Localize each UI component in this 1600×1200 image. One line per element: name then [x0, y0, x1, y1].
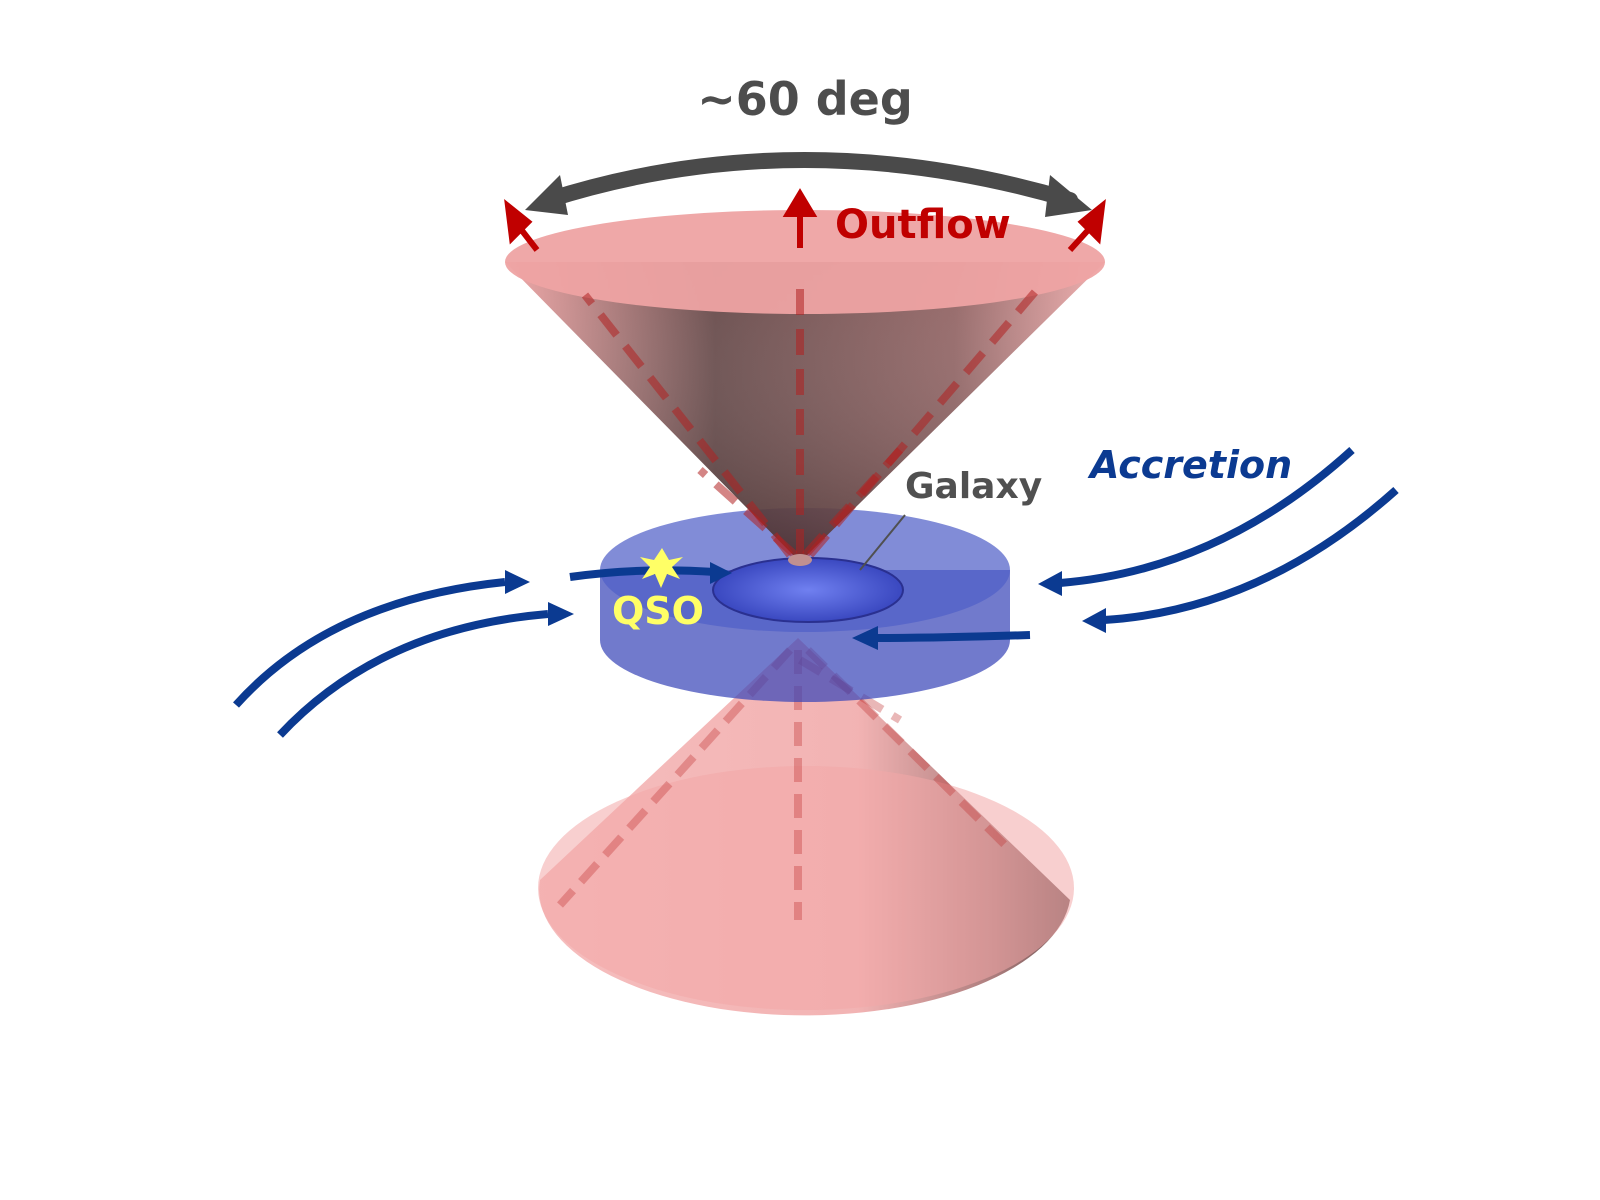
accretion-right	[852, 447, 1399, 650]
angle-label: ~60 deg	[697, 72, 913, 126]
accretion-label: Accretion	[1087, 443, 1292, 487]
galaxy-label: Galaxy	[905, 466, 1042, 507]
lower-cone	[538, 638, 1074, 1016]
upper-outflow-arrows	[581, 285, 1039, 558]
qso-label: QSO	[612, 589, 704, 633]
accretion-left	[233, 562, 732, 738]
galaxy-core	[712, 554, 904, 623]
qso-star-icon	[640, 548, 683, 588]
angle-arrow	[525, 152, 1092, 217]
galaxy-pointer	[859, 514, 906, 571]
outflow-arrows	[504, 188, 1106, 253]
upper-cone	[505, 210, 1105, 562]
outflow-label: Outflow	[835, 202, 1011, 248]
